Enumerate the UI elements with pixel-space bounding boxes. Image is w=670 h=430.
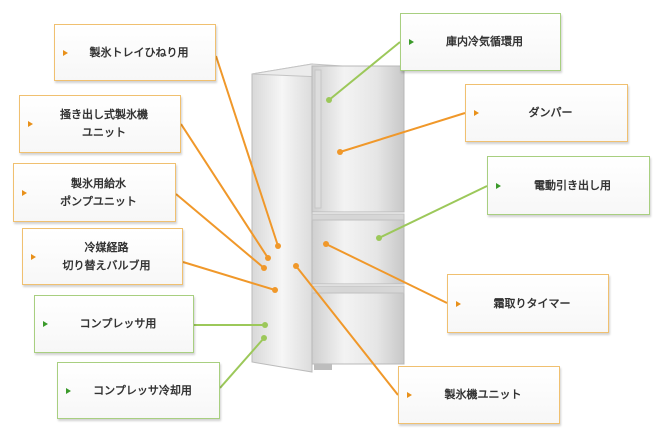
refrigerator-illustration <box>251 63 405 373</box>
bullet-icon <box>456 300 461 307</box>
label-ice-water-pump: 製氷用給水 ポンプユニット <box>13 163 176 222</box>
leader-refrigerant-valve <box>182 261 276 291</box>
bullet-icon <box>474 110 479 116</box>
dot-damper <box>337 149 343 155</box>
dot-compressor <box>262 322 268 328</box>
bullet-icon <box>496 182 501 189</box>
dot-refrigerant-valve <box>272 287 278 293</box>
leader-compressor-cooling <box>219 337 265 389</box>
fridge-bottom-drawer <box>311 287 405 365</box>
leader-ice-maker-unit <box>295 265 399 396</box>
fridge-door-handle <box>314 69 322 209</box>
label-text: 製氷機ユニット <box>444 388 522 401</box>
label-refrigerant-valve: 冷媒経路 切り替えバルブ用 <box>22 228 183 285</box>
leader-drawer-motor <box>378 185 488 239</box>
dot-compressor-cooling <box>261 335 267 341</box>
label-text: 庫内冷気循環用 <box>446 35 523 48</box>
bullet-icon <box>31 253 36 260</box>
leader-ice-water-pump <box>175 193 265 269</box>
fridge-base <box>314 364 332 370</box>
bullet-icon <box>28 121 33 127</box>
dot-ice-water-pump <box>261 265 267 271</box>
leader-lines <box>175 41 488 396</box>
dot-ice-maker-unit <box>293 263 299 269</box>
label-ice-tray-twist: 製氷トレイひねり用 <box>54 24 216 81</box>
leader-ice-tray-twist <box>215 55 279 247</box>
label-defrost-timer: 霜取りタイマー <box>447 274 609 333</box>
label-ice-maker-unit: 製氷機ユニット <box>398 366 560 424</box>
label-text: 製氷用給水 ポンプユニット <box>60 176 137 208</box>
label-compressor: コンプレッサ用 <box>34 295 194 353</box>
leader-ice-scoop-unit <box>180 123 269 259</box>
label-text: コンプレッサ冷却用 <box>93 383 192 397</box>
bullet-icon <box>63 49 68 56</box>
label-text: 冷媒経路 切り替えバルブ用 <box>62 240 151 272</box>
leader-dots <box>261 97 382 341</box>
label-text: ダンパー <box>528 106 573 119</box>
bullet-icon <box>407 392 412 398</box>
label-drawer-motor: 電動引き出し用 <box>487 156 650 215</box>
label-text: 電動引き出し用 <box>534 178 611 192</box>
dot-air-circulation <box>326 97 332 103</box>
bullet-icon <box>43 321 48 327</box>
leader-damper <box>339 112 466 153</box>
label-text: 製氷トレイひねり用 <box>89 45 189 59</box>
label-ice-scoop-unit: 掻き出し式製氷機 ユニット <box>19 95 181 153</box>
fridge-middle-drawer <box>311 215 405 285</box>
bullet-icon <box>409 39 414 45</box>
label-text: 霜取りタイマー <box>493 296 571 310</box>
bullet-icon <box>66 387 71 394</box>
dot-ice-tray-twist <box>275 243 281 249</box>
bullet-icon <box>22 189 27 196</box>
label-air-circulation: 庫内冷気循環用 <box>400 13 561 71</box>
dot-drawer-motor <box>376 235 382 241</box>
fridge-bottom-handle <box>311 285 405 294</box>
leader-defrost-timer <box>325 243 448 304</box>
label-damper: ダンパー <box>465 84 628 142</box>
label-compressor-cooling: コンプレッサ冷却用 <box>57 362 220 419</box>
label-text: 掻き出し式製氷機 ユニット <box>60 108 148 139</box>
leader-air-circulation <box>328 41 401 101</box>
fridge-middle-handle <box>311 213 405 221</box>
label-text: コンプレッサ用 <box>79 317 157 330</box>
fridge-main-door <box>311 65 405 213</box>
dot-defrost-timer <box>323 241 329 247</box>
dot-ice-scoop-unit <box>265 255 271 261</box>
